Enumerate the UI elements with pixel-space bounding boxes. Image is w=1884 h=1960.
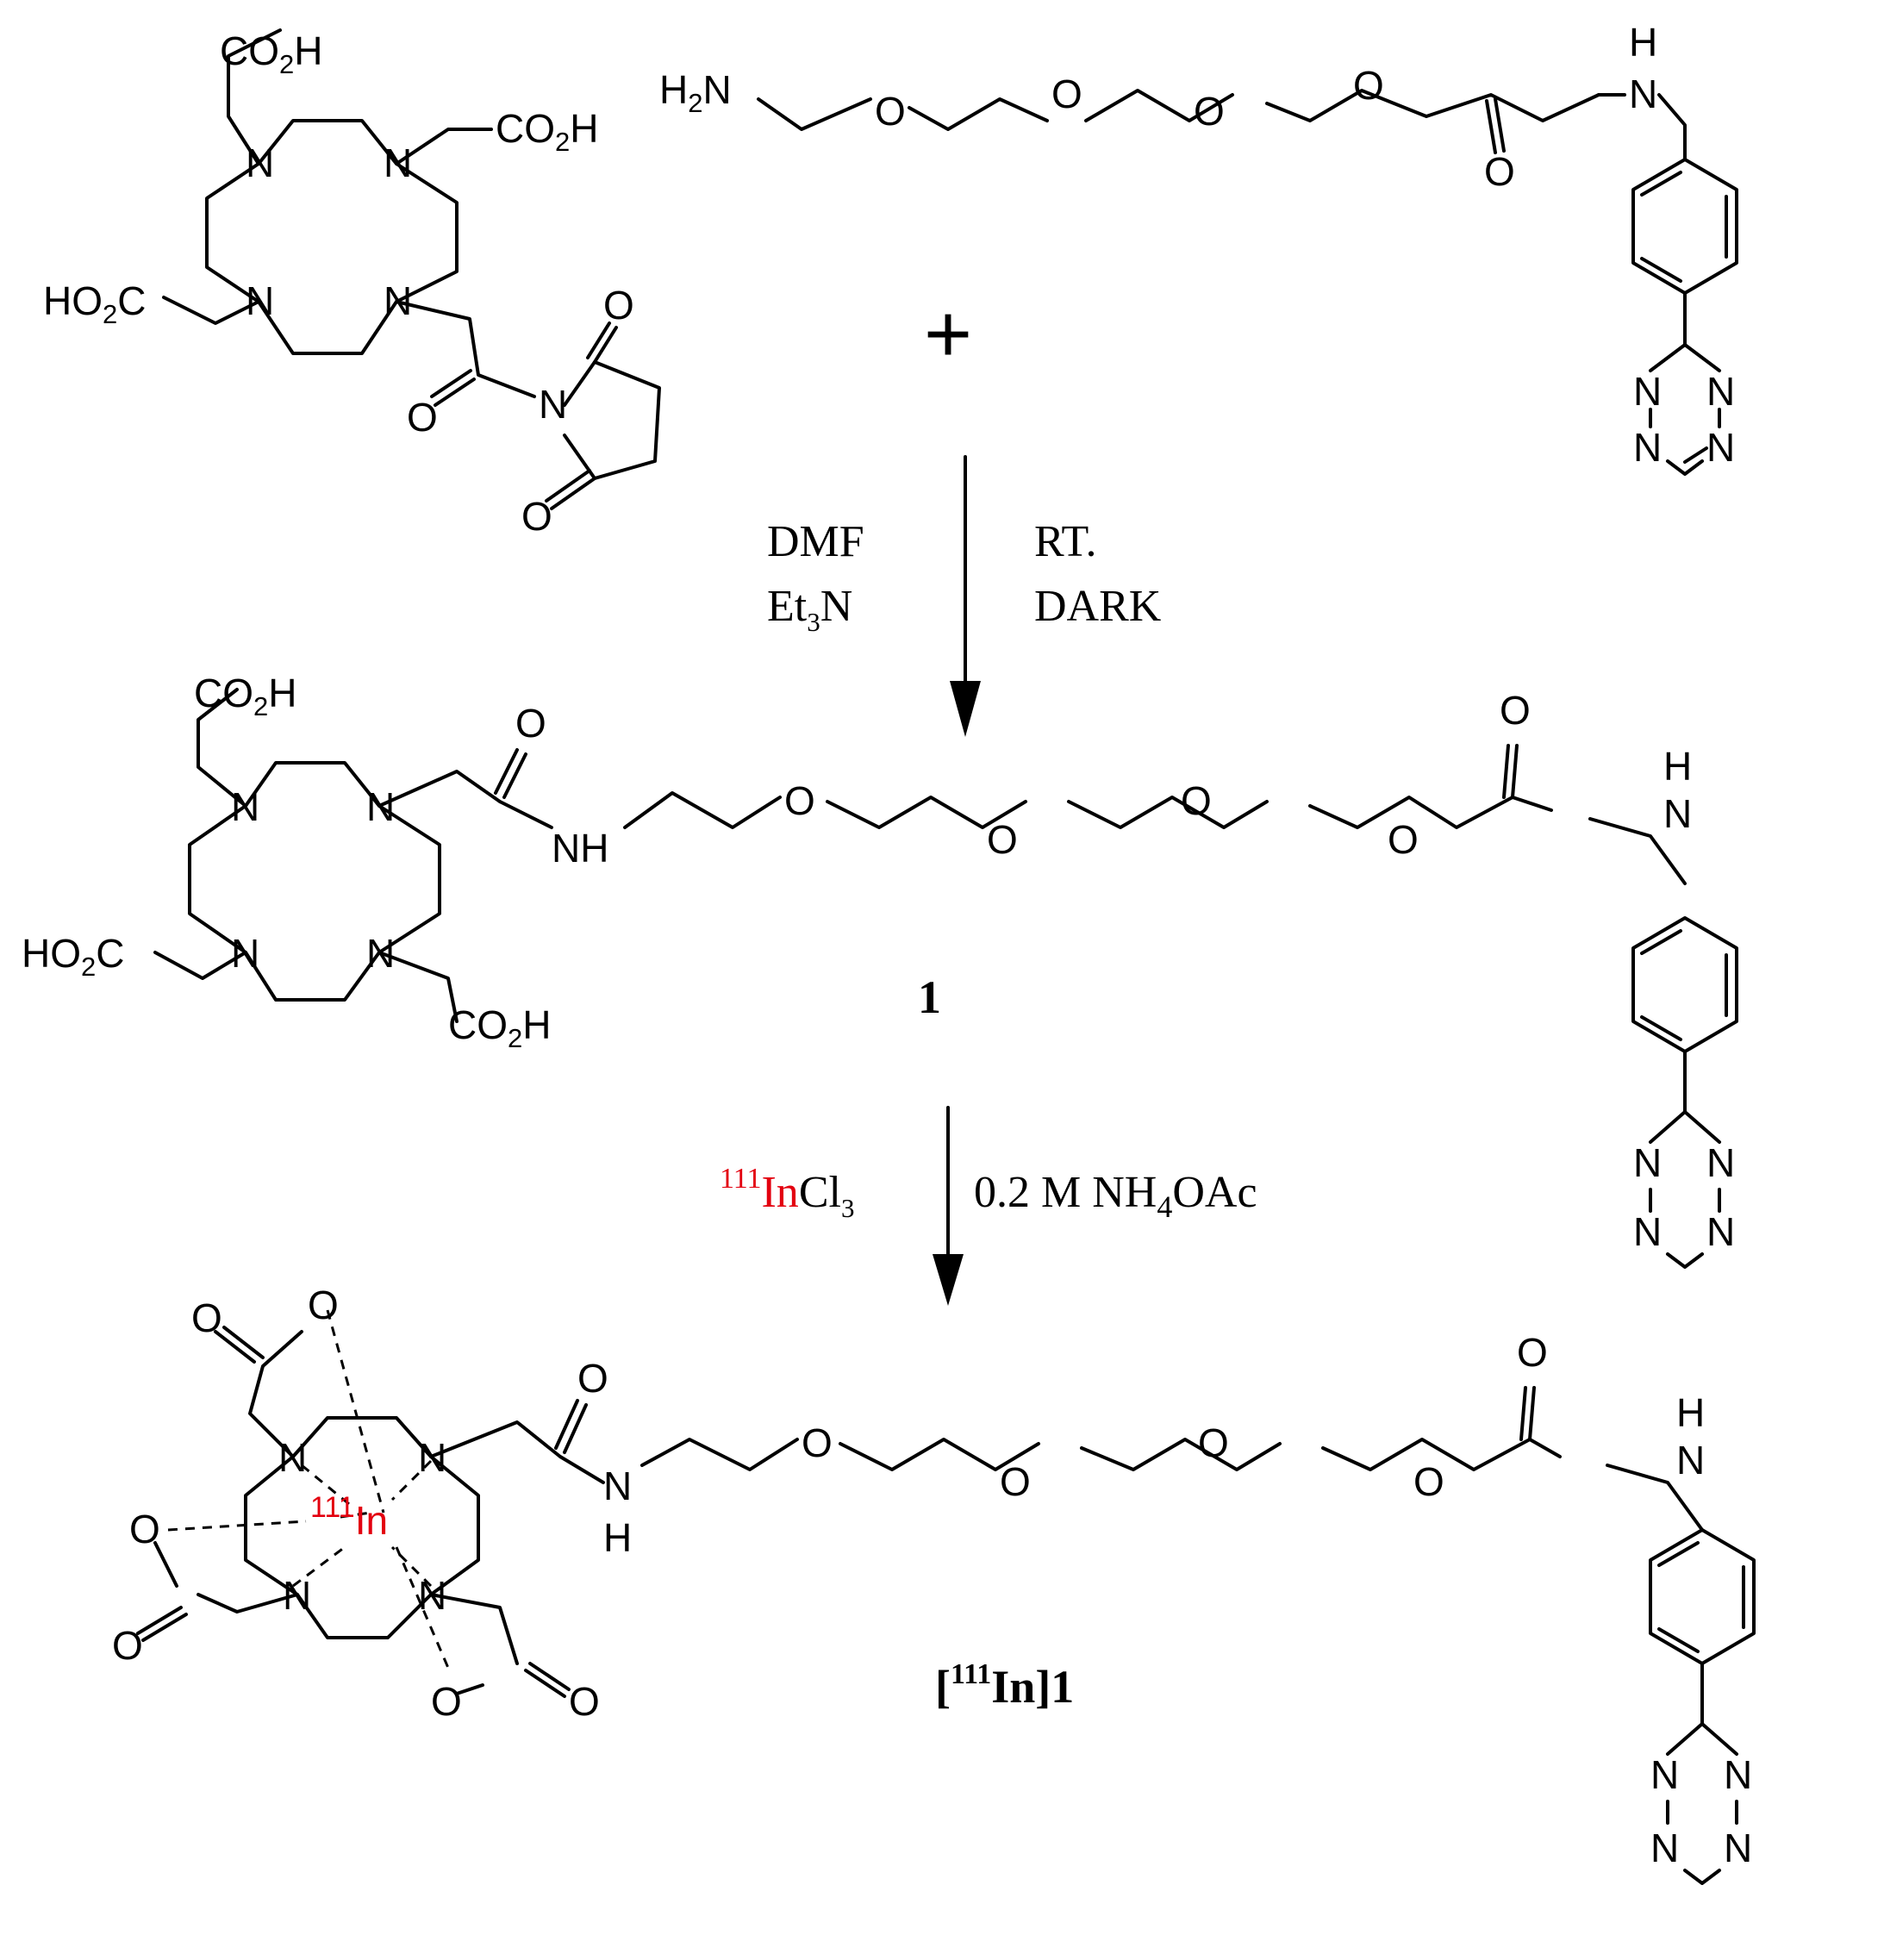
h2n-label: H2N (659, 67, 732, 118)
atom-label: O (308, 1283, 339, 1327)
reagent-incl3: 111InCl3 (720, 1163, 854, 1223)
atom-label: O (875, 89, 906, 134)
atom-label: O (1353, 63, 1384, 108)
atom-label: O (1000, 1459, 1031, 1504)
atom-label: N (418, 1435, 446, 1480)
atom-label: O (521, 494, 552, 539)
condition-dark: DARK (1034, 582, 1162, 631)
atom-label: N (1633, 369, 1662, 414)
reagent-ammonium-acetate: 0.2 M NH4OAc (974, 1168, 1257, 1224)
co2h-label: CO2H (448, 1002, 551, 1053)
atom-label: N (1724, 1826, 1752, 1870)
atom-label: N (366, 931, 395, 976)
indium-center: 111In (310, 1491, 388, 1543)
atom-label: N (231, 931, 259, 976)
co2h-label: CO2H (496, 106, 598, 157)
atom-label: N (283, 1573, 311, 1618)
atom-label: O (515, 701, 546, 746)
atom-label: N (1676, 1438, 1705, 1482)
atom-label: O (603, 283, 634, 328)
atom-label: O (1413, 1459, 1444, 1504)
atom-label: N (418, 1573, 446, 1618)
reagent-et3n: Et3N (767, 582, 852, 637)
ho2c-label: HO2C (22, 931, 124, 982)
atom-label: N (1633, 1140, 1662, 1185)
atom-label: O (129, 1507, 160, 1551)
co2h-label: CO2H (194, 671, 296, 721)
atom-label: O (569, 1679, 600, 1724)
atom-label: H (1676, 1390, 1705, 1435)
compound-label-1: 1 (918, 971, 941, 1023)
atom-label: N (1650, 1826, 1679, 1870)
atom-label: N (1724, 1752, 1752, 1797)
reagent-dmf: DMF (767, 517, 864, 566)
atom-label: N (1706, 1209, 1735, 1254)
atom-label: N (1650, 1752, 1679, 1797)
atom-label: O (1484, 149, 1515, 194)
ho2c-label: HO2C (43, 278, 146, 329)
atom-label: N (1663, 791, 1692, 836)
atom-label: N (278, 1435, 307, 1480)
reaction-arrow-step-1: DMF Et3N RT. DARK (767, 455, 1162, 737)
atom-label: O (1194, 89, 1225, 134)
atom-label: N (384, 140, 412, 185)
atom-label: O (112, 1623, 143, 1668)
atom-label: N (1706, 1140, 1735, 1185)
atom-label: N (1706, 369, 1735, 414)
atom-label: O (577, 1356, 608, 1401)
reactant-amine-peg-tetrazine: H2N O O O O O N H N N N N (659, 20, 1738, 476)
atom-label: N (246, 140, 274, 185)
atom-label: NH (552, 826, 608, 871)
atom-label: O (431, 1679, 462, 1724)
atom-label: N (1629, 72, 1657, 116)
atom-label: N (539, 382, 567, 427)
compound-label-111in-1: [111In]1 (935, 1658, 1074, 1713)
atom-label: N (1633, 1209, 1662, 1254)
product-111in-1: N N N N O O O O O O O 111In N H O O O O … (112, 1283, 1756, 1885)
atom-label: H (603, 1515, 632, 1560)
atom-label: N (603, 1464, 632, 1508)
plus-sign: + (924, 288, 972, 380)
atom-label: H (1629, 20, 1657, 65)
atom-label: N (1633, 425, 1662, 470)
co2h-label: CO2H (220, 28, 322, 79)
atom-label: N (246, 278, 274, 323)
atom-label: N (384, 278, 412, 323)
product-1: N N N N CO2H HO2C CO2H O NH O O O O O N … (22, 671, 1738, 1269)
atom-label: O (987, 817, 1018, 862)
reactant-dota-nhs-ester: N N N N CO2H CO2H HO2C O N O O (43, 28, 661, 539)
reaction-arrow-step-2: 111InCl3 0.2 M NH4OAc (720, 1106, 1257, 1306)
atom-label: O (1517, 1330, 1548, 1375)
atom-label: O (1388, 817, 1419, 862)
atom-label: O (1051, 72, 1082, 116)
atom-label: O (784, 778, 815, 823)
atom-label: O (802, 1420, 833, 1465)
atom-label: O (1500, 688, 1531, 733)
atom-label: O (191, 1295, 222, 1340)
atom-label: O (407, 395, 438, 440)
condition-rt: RT. (1034, 517, 1096, 566)
atom-label: N (366, 784, 395, 829)
atom-label: N (1706, 425, 1735, 470)
atom-label: O (1181, 778, 1212, 823)
atom-label: N (231, 784, 259, 829)
atom-label: O (1198, 1420, 1229, 1465)
atom-label: H (1663, 744, 1692, 789)
